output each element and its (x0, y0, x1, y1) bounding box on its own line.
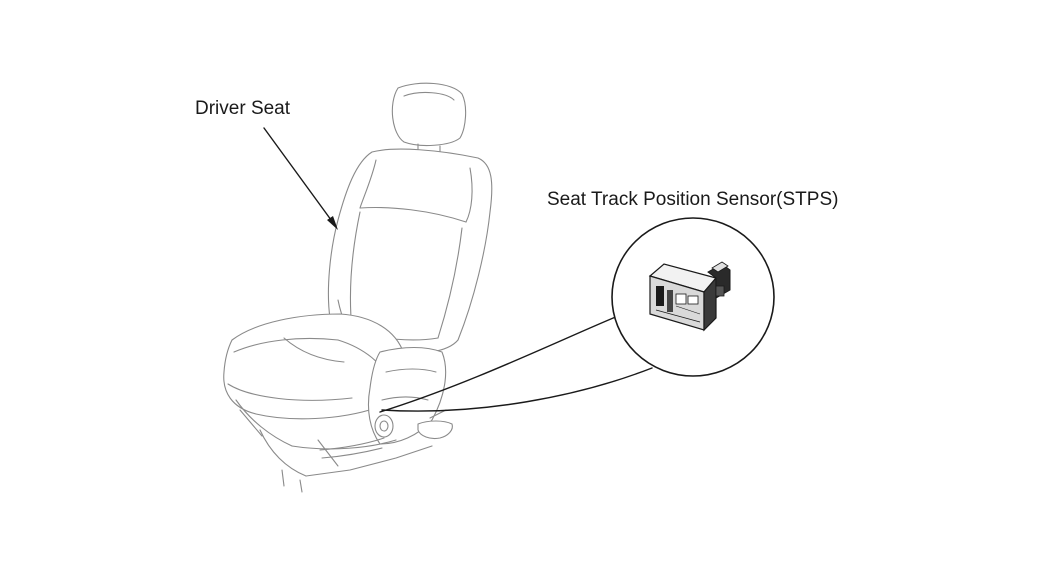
stps-sensor-icon (648, 261, 731, 332)
side-shield (367, 346, 447, 445)
driver-seat-pointer (263, 127, 338, 230)
seat-cushion (223, 313, 407, 420)
headrest (391, 82, 467, 159)
stps-label: Seat Track Position Sensor(STPS) (547, 189, 839, 210)
driver-seat-illustration (223, 82, 493, 493)
backrest (327, 148, 493, 355)
seat-base (235, 399, 453, 493)
driver-seat-label: Driver Seat (195, 98, 291, 119)
